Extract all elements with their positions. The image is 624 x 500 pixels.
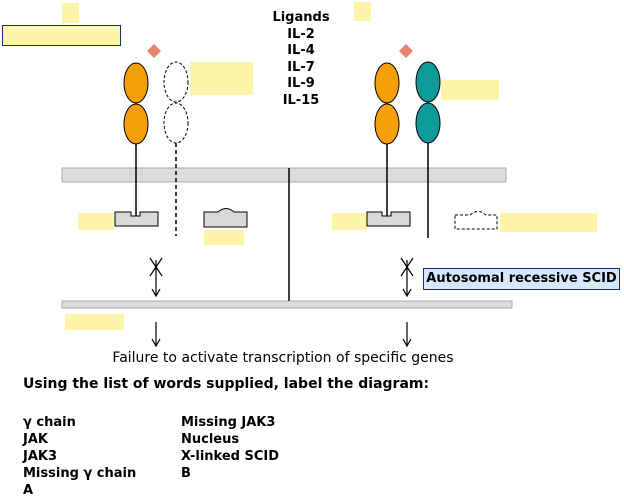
word-item[interactable]: JAK3 — [23, 449, 58, 464]
label-box-missing-chain[interactable] — [190, 62, 253, 95]
word-item[interactable]: X-linked SCID — [181, 449, 280, 464]
ligand-item: IL-9 — [287, 76, 315, 91]
label-box-right-missing-jak[interactable] — [500, 213, 597, 232]
transcription-failure-text: Failure to activate transcription of spe… — [112, 350, 454, 366]
ligands-list: Ligands IL-2 IL-4 IL-7 IL-9 IL-15 — [248, 10, 354, 109]
arrow-right-2-head — [402, 338, 412, 348]
orange-chain-right-upper — [374, 62, 400, 104]
teal-chain-lower — [415, 102, 441, 144]
word-item[interactable]: B — [181, 466, 191, 481]
jak-left-free — [203, 208, 248, 228]
word-item[interactable]: JAK — [23, 432, 48, 447]
ligand-item: IL-4 — [287, 43, 315, 58]
ligand-item: IL-15 — [282, 92, 320, 108]
jak-left-bound — [114, 211, 159, 227]
teal-chain-upper — [415, 61, 441, 103]
word-item[interactable]: Nucleus — [181, 432, 240, 447]
missing-chain-upper — [163, 61, 189, 103]
word-item[interactable]: Missing γ chain — [23, 466, 137, 481]
label-box-teal-chain[interactable] — [441, 80, 499, 100]
arrow-left-1-head — [151, 288, 161, 298]
cell-membrane — [61, 167, 507, 183]
word-list-column-2: Missing JAK3 Nucleus X-linked SCID B — [181, 414, 279, 482]
ligand-item: IL-2 — [287, 26, 315, 42]
ligand-diamond-left — [147, 44, 161, 58]
label-box-top-left-small[interactable] — [62, 3, 79, 23]
label-box-right-jak[interactable] — [332, 213, 367, 230]
nuclear-membrane — [61, 300, 513, 309]
arrow-left-2-head — [151, 338, 161, 348]
ligand-diamond-right — [399, 44, 413, 58]
orange-chain-right-lower — [374, 103, 400, 145]
word-item[interactable]: γ chain — [23, 415, 76, 430]
label-box-top-right-small[interactable] — [354, 2, 371, 21]
jak3-missing-outline — [454, 211, 498, 230]
instruction-text: Using the list of words supplied, label … — [23, 376, 430, 392]
jak-right-bound — [366, 211, 411, 227]
word-list-column-1: γ chain JAK JAK3 Missing γ chain A — [23, 414, 136, 499]
word-item[interactable]: A — [23, 483, 34, 498]
arrow-right-1-head — [402, 288, 412, 298]
label-box-top-left-outlined[interactable] — [2, 25, 121, 46]
autosomal-recessive-scid-label[interactable]: Autosomal recessive SCID — [423, 268, 620, 290]
label-box-left-jak[interactable] — [78, 213, 114, 230]
missing-chain-lower — [163, 102, 189, 144]
label-box-nucleus[interactable] — [65, 314, 124, 330]
word-item[interactable]: Missing JAK3 — [181, 415, 276, 430]
ligand-item: IL-7 — [287, 59, 315, 75]
label-box-left-free-jak[interactable] — [204, 230, 244, 245]
orange-chain-left-upper — [123, 62, 149, 104]
ligands-title: Ligands — [272, 10, 330, 25]
orange-chain-left-lower — [123, 103, 149, 145]
